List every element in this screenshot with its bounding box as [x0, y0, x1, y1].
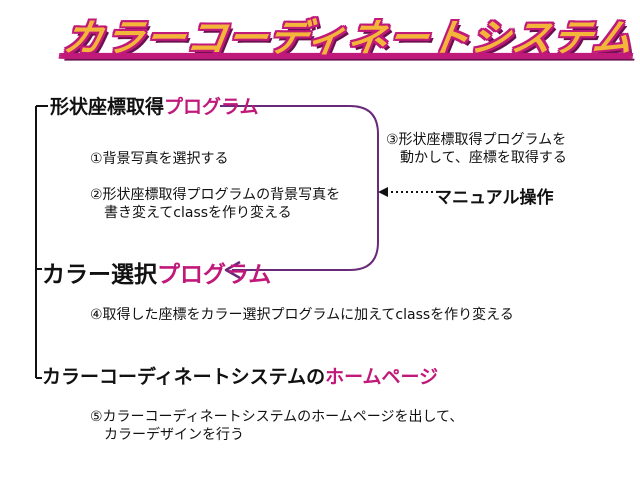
node-shape-program-katakana: プログラム [164, 96, 259, 118]
step-5: ⑤カラーコーディネートシステムのホームページを出して、 カラーデザインを行う [90, 408, 463, 444]
page-title: カラーコーディネートシステム [60, 16, 637, 61]
node-shape-program: 形状座標取得プログラム [50, 92, 258, 119]
loop-connector [220, 105, 379, 271]
manual-operation-label: マニュアル操作 [435, 188, 554, 208]
step-5-line-1: ⑤カラーコーディネートシステムのホームページを出して、 [90, 409, 464, 425]
node-homepage: カラーコーディネートシステムのホームページ [42, 362, 438, 389]
node-shape-program-kanji: 形状座標取得 [50, 96, 165, 118]
node-homepage-suffix: ホームページ [325, 366, 439, 388]
manual-arrowhead [378, 187, 388, 197]
node-color-select-katakana2: プログラム [157, 262, 272, 288]
step-4: ④取得した座標をカラー選択プログラムに加えてclassを作り変える [90, 307, 514, 323]
step-2-line-2: 書き変えてclassを作り変える [90, 205, 292, 221]
node-color-select-katakana1: カラー [42, 262, 111, 288]
step-1: ①背景写真を選択する [90, 151, 229, 167]
node-homepage-prefix: カラーコーディネートシステムの [42, 366, 326, 388]
step-5-line-2: カラーデザインを行う [90, 427, 244, 443]
step-2: ②形状座標取得プログラムの背景写真を 書き変えてclassを作り変える [90, 186, 340, 222]
node-color-select-kanji: 選択 [111, 262, 157, 288]
loop-arrowhead [224, 260, 241, 280]
step-2-line-1: ②形状座標取得プログラムの背景写真を [90, 187, 341, 203]
step-3: ③形状座標取得プログラムを 動かして、座標を取得する [386, 131, 567, 167]
node-color-select-program: カラー選択プログラム [42, 255, 271, 289]
step-3-line-2: 動かして、座標を取得する [386, 150, 567, 166]
step-3-line-1: ③形状座標取得プログラムを [386, 132, 567, 148]
